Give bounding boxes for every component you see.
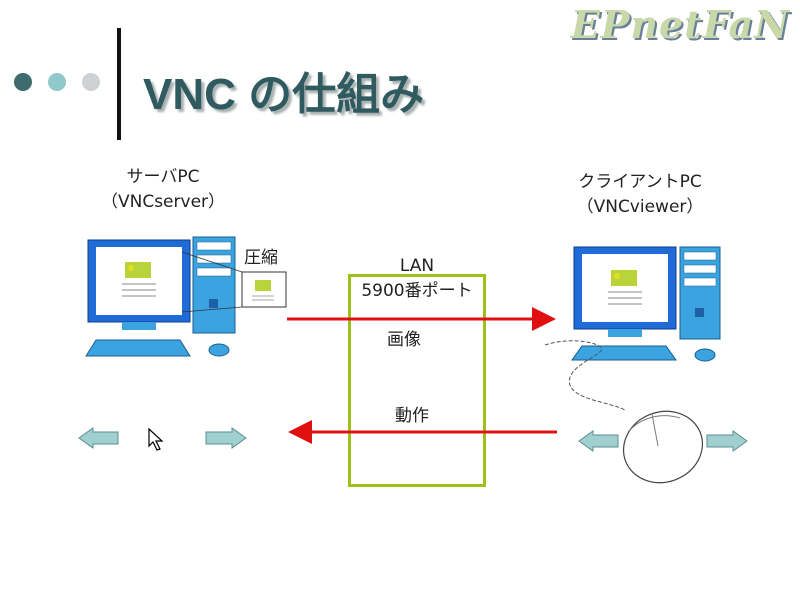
bullet-dot-2 [48,73,66,91]
mouse-icon [544,340,704,484]
cursor-icon [148,427,164,451]
client-left-arrow-icon [578,430,619,452]
server-label: サーバPC （VNCserver） [88,162,238,212]
image-label: 画像 [387,330,421,350]
server-left-arrow-icon [78,427,119,449]
lan-label: LAN 5900番ポート [348,256,486,301]
action-label: 動作 [395,406,429,426]
client-label-line2: （VNCviewer） [576,197,704,217]
client-right-arrow-icon [706,430,748,452]
client-pc-icon [571,246,721,362]
bullet-dot-3 [82,73,100,91]
logo: EPnetFaN [570,2,790,47]
server-pc-icon [85,236,236,357]
compress-label: 圧縮 [244,248,278,268]
title-divider [117,28,121,140]
server-right-arrow-icon [205,427,247,449]
server-label-line2: （VNCserver） [100,192,226,212]
client-label-line1: クライアントPC [578,172,702,192]
port-text: 5900番ポート [361,281,473,301]
lan-box [348,274,486,487]
client-label: クライアントPC （VNCviewer） [560,167,720,217]
compressed-image-icon [181,251,287,313]
lan-text: LAN [399,256,435,276]
bullet-dot-1 [14,73,32,91]
server-label-line1: サーバPC [126,167,200,187]
page-title: VNC の仕組み [143,70,425,119]
